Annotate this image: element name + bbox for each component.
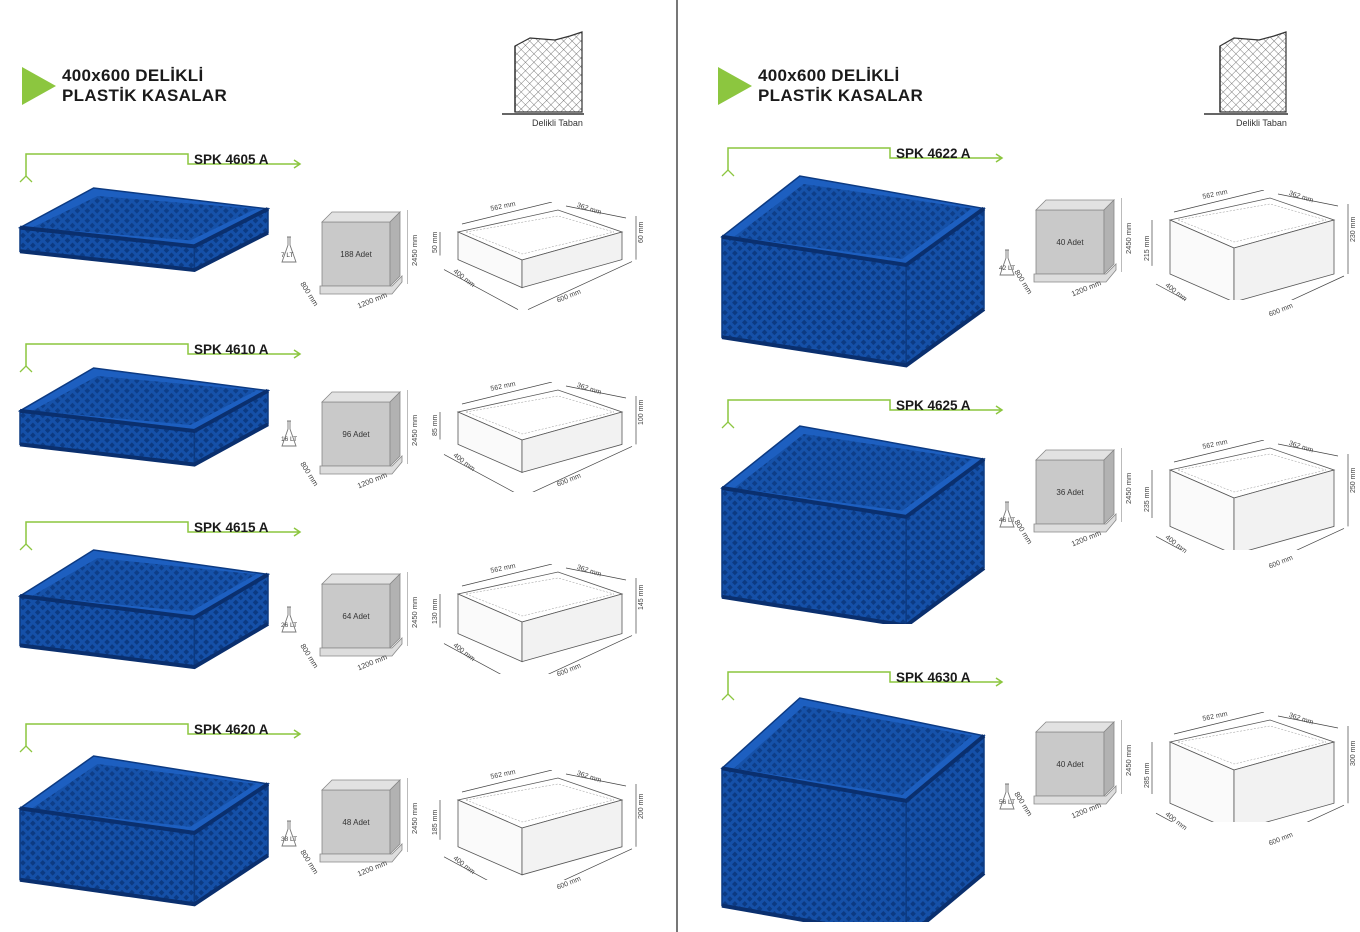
pallet-stack-image: [1033, 720, 1122, 805]
heading-line2: PLASTİK KASALAR: [758, 86, 924, 105]
product-code: SPK 4625 A: [896, 398, 971, 413]
section-heading: 400x600 DELİKLİ PLASTİK KASALAR: [718, 66, 923, 106]
pallet-stack-image: [1033, 198, 1122, 283]
outer-height: 60 mm: [638, 221, 645, 244]
bottom-length: 600 mm: [1268, 554, 1295, 571]
pallet-height: 2450 mm: [1124, 222, 1133, 254]
pallet-height: 2450 mm: [1124, 744, 1133, 776]
crate-dimension-drawing: [1151, 190, 1349, 300]
inner-height: 130 mm: [432, 598, 439, 624]
code-bracket: [19, 153, 302, 183]
volume-flask-icon: [281, 606, 297, 633]
volume-flask-icon: [999, 783, 1015, 810]
pallet-stack-image: [1033, 448, 1122, 533]
heading-line1: 400x600 DELİKLİ: [62, 66, 204, 85]
volume-label: 42 LT: [999, 265, 1016, 273]
crate-dimension-drawing: [1151, 440, 1349, 550]
product-code: SPK 4630 A: [896, 670, 971, 685]
pallet-quantity: 188 Adet: [340, 250, 372, 259]
pallet-quantity: 96 Adet: [342, 430, 370, 439]
pallet-height: 2450 mm: [410, 596, 419, 628]
pallet-stack-image: [319, 778, 408, 863]
crate-image: [18, 367, 270, 467]
inner-height: 50 mm: [432, 231, 439, 253]
perforated-base-icon: [502, 31, 584, 115]
volume-label: 46 LT: [999, 517, 1016, 524]
outer-height: 300 mm: [1350, 741, 1357, 767]
perforated-base-icon: [1204, 31, 1288, 115]
pallet-quantity: 36 Adet: [1056, 488, 1084, 497]
crate-image: [720, 425, 986, 624]
pallet-height: 2450 mm: [410, 802, 419, 834]
inner-height: 85 mm: [432, 414, 439, 437]
base-label: Delikli Taban: [1236, 118, 1287, 128]
pallet-height: 2450 mm: [1124, 472, 1133, 504]
pallet-quantity: 40 Adet: [1056, 238, 1084, 247]
base-label: Delikli Taban: [532, 118, 583, 128]
crate-image: [18, 549, 270, 670]
outer-height: 145 mm: [638, 584, 645, 610]
inner-height: 285 mm: [1144, 762, 1151, 788]
volume-flask-icon: [999, 250, 1015, 276]
pallet-height: 2450 mm: [410, 234, 419, 266]
heading-line1: 400x600 DELİKLİ: [758, 66, 900, 85]
pallet-quantity: 48 Adet: [342, 818, 370, 827]
pallet-height: 2450 mm: [410, 414, 419, 446]
volume-label: 56 LT: [999, 798, 1016, 806]
volume-label: 26 LT: [281, 622, 298, 629]
crate-dimension-drawing: [1151, 712, 1349, 822]
volume-label: 38 LT: [281, 835, 298, 843]
volume-flask-icon: [281, 820, 297, 847]
catalog-page-left: 400x600 DELİKLİ PLASTİK KASALAR Delikli …: [0, 0, 676, 932]
inner-height: 235 mm: [1144, 487, 1151, 513]
crate-image: [720, 175, 986, 368]
crate-image: [18, 187, 270, 273]
bottom-length: 600 mm: [1268, 831, 1295, 848]
inner-height: 185 mm: [432, 809, 439, 836]
section-heading: 400x600 DELİKLİ PLASTİK KASALAR: [22, 66, 227, 106]
code-bracket: [19, 521, 302, 551]
crate-dimension-drawing: [439, 770, 637, 880]
volume-flask-icon: [281, 236, 297, 263]
pallet-quantity: 64 Adet: [342, 612, 370, 621]
crate-image: [18, 755, 270, 907]
page-divider: [676, 0, 678, 932]
volume-label: 16 LT: [281, 436, 298, 444]
volume-label: 7 LT: [281, 252, 294, 260]
pallet-quantity: 40 Adet: [1056, 760, 1084, 769]
outer-height: 100 mm: [638, 399, 645, 425]
product-code: SPK 4615 A: [194, 520, 269, 535]
pallet-stack-image: [319, 210, 408, 295]
product-code: SPK 4610 A: [194, 342, 269, 357]
bottom-length: 600 mm: [1268, 302, 1295, 319]
outer-height: 230 mm: [1350, 216, 1357, 242]
crate-dimension-drawing: [439, 564, 637, 674]
code-bracket: [721, 147, 1004, 177]
volume-flask-icon: [999, 501, 1015, 528]
catalog-page-right: 400x600 DELİKLİ PLASTİK KASALAR Delikli …: [680, 0, 1357, 932]
inner-height: 215 mm: [1144, 235, 1151, 261]
product-code: SPK 4622 A: [896, 146, 971, 161]
volume-flask-icon: [281, 420, 297, 447]
outer-height: 250 mm: [1350, 467, 1357, 493]
code-bracket: [19, 723, 302, 753]
heading-triangle-icon: [22, 67, 56, 105]
outer-height: 200 mm: [638, 793, 645, 819]
heading-line2: PLASTİK KASALAR: [62, 86, 228, 105]
crate-image: [720, 697, 986, 922]
code-bracket: [19, 343, 302, 373]
crate-dimension-drawing: [439, 202, 637, 310]
product-code: SPK 4620 A: [194, 722, 269, 737]
code-bracket: [721, 671, 1004, 701]
heading-triangle-icon: [718, 67, 752, 105]
pallet-stack-image: [319, 390, 408, 475]
pallet-stack-image: [319, 572, 408, 657]
product-code: SPK 4605 A: [194, 152, 269, 167]
crate-dimension-drawing: [439, 382, 637, 492]
code-bracket: [721, 399, 1004, 429]
